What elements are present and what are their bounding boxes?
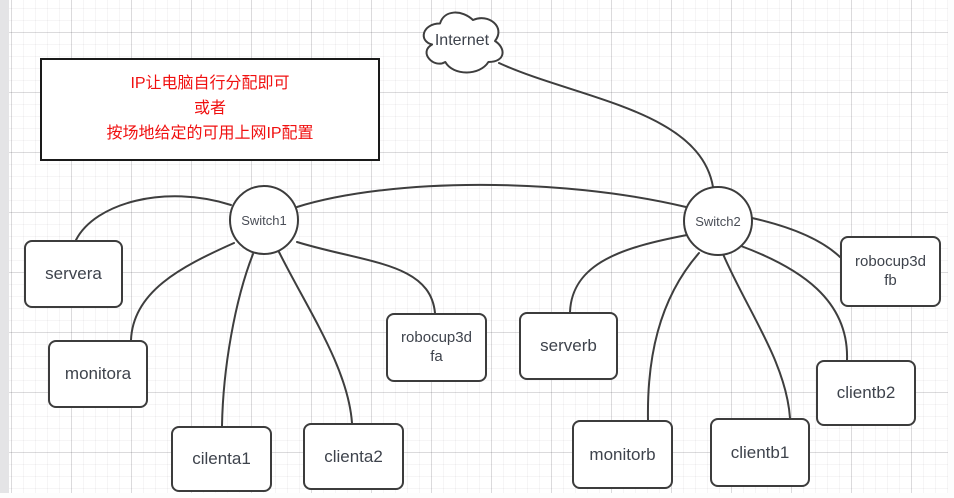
node-switch1[interactable]: Switch1	[229, 185, 299, 255]
edge-switch1-servera[interactable]	[75, 195, 232, 241]
node-switch2[interactable]: Switch2	[683, 186, 753, 256]
switch1-label: Switch1	[241, 212, 287, 228]
edge-switch1-robocup3dfa[interactable]	[296, 241, 436, 314]
edge-switch1-cilenta1[interactable]	[221, 253, 254, 427]
ip-note-line2: 或者	[193, 100, 226, 118]
robocup3dfa-label-line2: fa	[430, 347, 443, 365]
node-servera[interactable]: servera	[24, 240, 123, 308]
edge-switch1-switch2[interactable]	[296, 183, 687, 208]
monitorb-label: monitorb	[589, 444, 656, 464]
switch2-label: Switch2	[695, 213, 741, 229]
monitora-label: monitora	[64, 364, 132, 383]
edge-switch2-clientb1[interactable]	[722, 253, 791, 419]
bottom-gutter	[0, 493, 954, 498]
serverb-label: serverb	[540, 336, 597, 355]
node-monitorb[interactable]: monitorb	[572, 420, 673, 489]
clienta2-label: clienta2	[324, 446, 383, 466]
node-serverb[interactable]: serverb	[519, 312, 618, 380]
cilenta1-label: cilenta1	[192, 449, 251, 468]
right-gutter	[948, 0, 954, 498]
node-clientb2[interactable]: clientb2	[816, 360, 916, 426]
robocup3dfb-label-line1: robocup3d	[855, 252, 926, 270]
edge-switch1-monitora[interactable]	[130, 242, 235, 341]
node-cilenta1[interactable]: cilenta1	[171, 426, 272, 492]
servera-label: servera	[45, 264, 102, 283]
internet-cloud-shape[interactable]	[422, 11, 504, 74]
node-robocup3dfa[interactable]: robocup3d fa	[386, 313, 487, 382]
edge-switch2-serverb[interactable]	[569, 234, 688, 313]
node-clienta2[interactable]: clienta2	[303, 423, 404, 490]
ip-note[interactable]: IP让电脑自行分配即可 或者 按场地给定的可用上网IP配置	[40, 58, 380, 161]
ip-note-line1: IP让电脑自行分配即可	[130, 75, 290, 93]
left-gutter	[0, 0, 9, 498]
ip-note-line3: 按场地给定的可用上网IP配置	[106, 124, 314, 142]
node-clientb1[interactable]: clientb1	[710, 418, 810, 487]
robocup3dfb-label-line2: fb	[884, 271, 897, 289]
node-monitora[interactable]: monitora	[48, 340, 148, 408]
edge-switch2-monitorb[interactable]	[646, 252, 700, 421]
edge-internet-switch2[interactable]	[498, 62, 714, 188]
edge-switch1-clienta2[interactable]	[278, 251, 353, 424]
node-robocup3dfb[interactable]: robocup3d fb	[840, 236, 941, 307]
internet-label-text: Internet	[434, 32, 490, 49]
edge-switch2-clientb2[interactable]	[740, 245, 849, 361]
edge-switch2-robocup3dfb[interactable]	[751, 217, 841, 258]
robocup3dfa-label-line1: robocup3d	[401, 328, 472, 346]
clientb2-label: clientb2	[836, 383, 896, 402]
clientb1-label: clientb1	[730, 442, 790, 462]
node-internet-label: Internet	[418, 6, 506, 76]
